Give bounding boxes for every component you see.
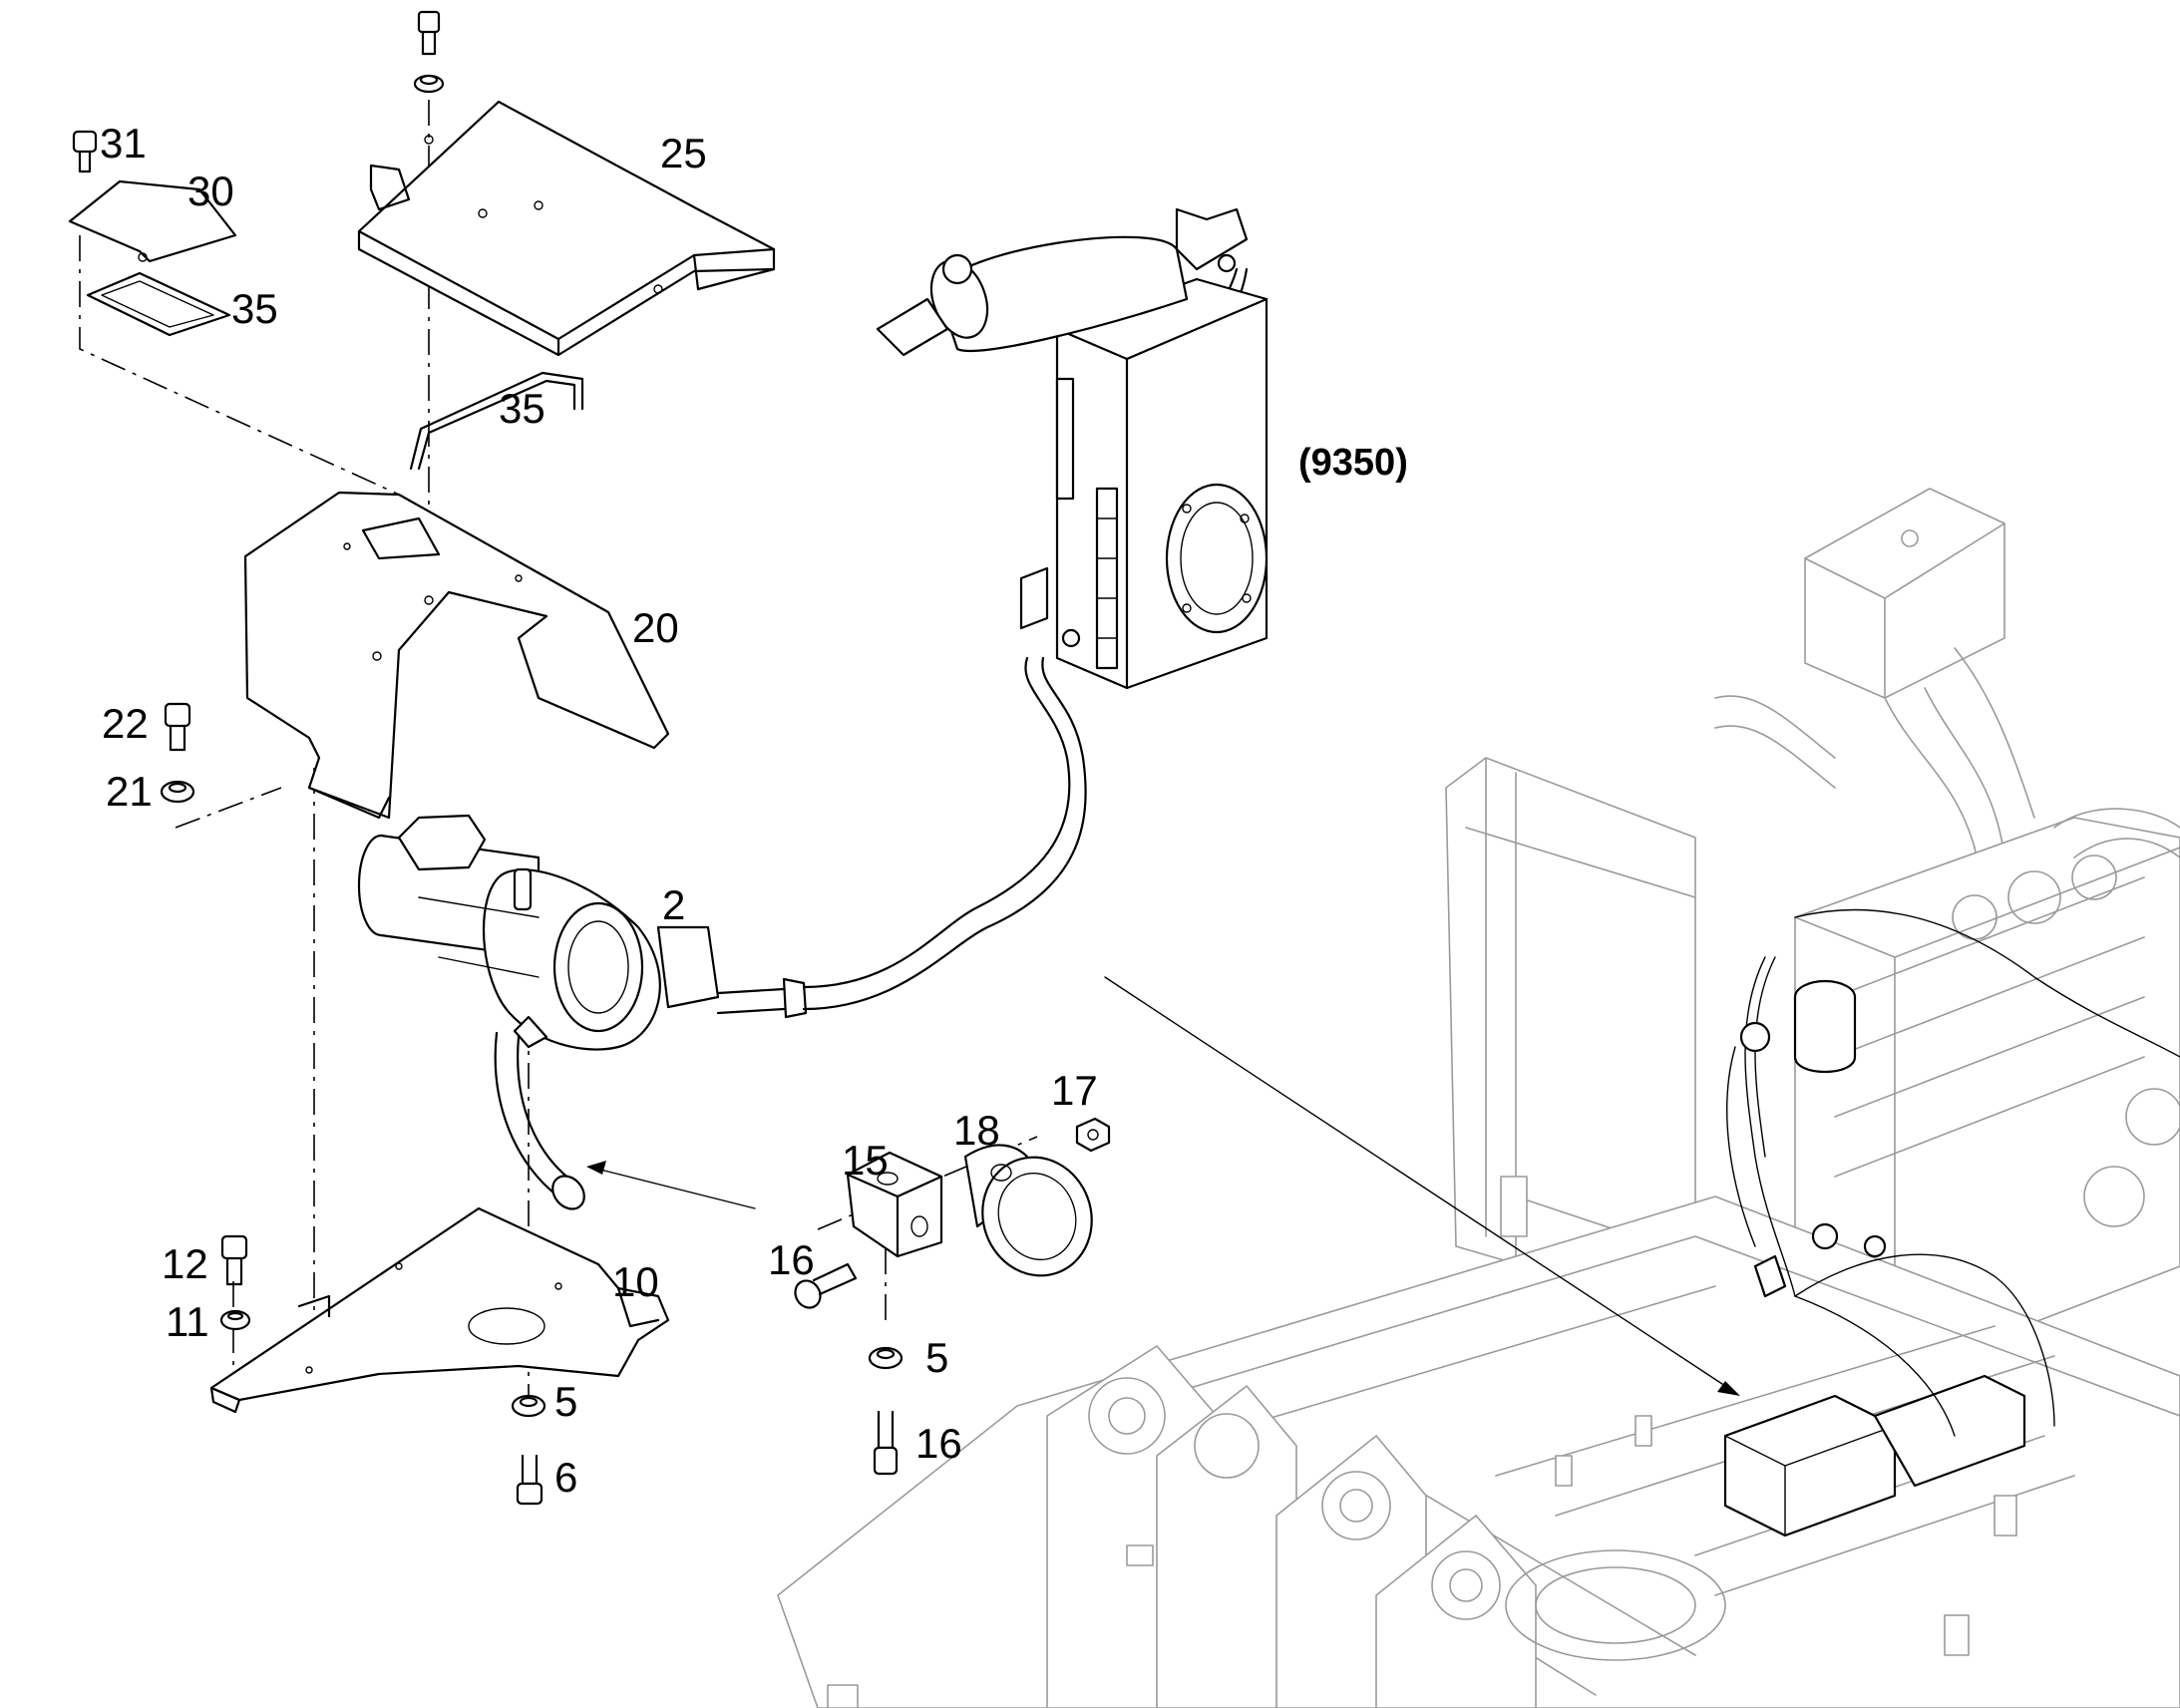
clip-35 (409, 371, 584, 471)
bolt-16-left (794, 1262, 858, 1309)
nut-17 (1075, 1117, 1111, 1153)
exhaust-pipe (494, 1031, 585, 1210)
leader-lines (586, 976, 1740, 1396)
washer-5-lower (511, 1394, 546, 1418)
callout-11: 11 (166, 1298, 209, 1345)
callout-18: 18 (953, 1107, 1000, 1154)
bracket-15 (846, 1151, 943, 1258)
callout-labels: 31 30 35 25 35 20 22 21 2 (9350) 17 18 1… (100, 120, 1408, 1501)
callout-16a: 16 (768, 1236, 815, 1283)
washer-5-right (868, 1346, 904, 1370)
callout-6: 6 (554, 1454, 577, 1501)
machine-frame-background (777, 488, 2180, 1708)
callout-20: 20 (632, 604, 679, 651)
gasket-35 (86, 271, 231, 337)
callout-21: 21 (106, 768, 153, 815)
washer-11 (219, 1309, 251, 1331)
washer-21 (160, 780, 195, 804)
callout-10: 10 (612, 1258, 659, 1305)
callout-2: 2 (662, 881, 685, 928)
top-cover-25 (357, 100, 776, 357)
horn-18 (963, 1144, 1093, 1277)
cover-plate-30 (68, 179, 237, 263)
callout-12: 12 (162, 1240, 208, 1287)
heater-unit-2 (357, 814, 720, 1051)
expansion-tank (876, 207, 1269, 690)
callout-22: 22 (102, 700, 149, 747)
bracket-20 (243, 491, 670, 820)
screw-22 (164, 702, 191, 752)
screw-31 (72, 130, 98, 173)
callout-15: 15 (842, 1137, 889, 1184)
callout-35b: 35 (499, 385, 545, 432)
screw-12 (220, 1234, 248, 1286)
callout-31: 31 (100, 120, 147, 167)
base-plate-10 (209, 1206, 670, 1414)
callout-30: 30 (187, 168, 234, 214)
screw-6 (516, 1454, 544, 1506)
callout-5a: 5 (925, 1334, 948, 1381)
bolt-16-lower (873, 1410, 899, 1476)
callout-17: 17 (1051, 1067, 1098, 1114)
callout-5b: 5 (554, 1378, 577, 1425)
callout-35a: 35 (231, 285, 278, 332)
reference-9350: (9350) (1298, 442, 1408, 484)
callout-25: 25 (660, 130, 707, 176)
callout-16b: 16 (915, 1420, 962, 1467)
top-screw (413, 10, 445, 94)
